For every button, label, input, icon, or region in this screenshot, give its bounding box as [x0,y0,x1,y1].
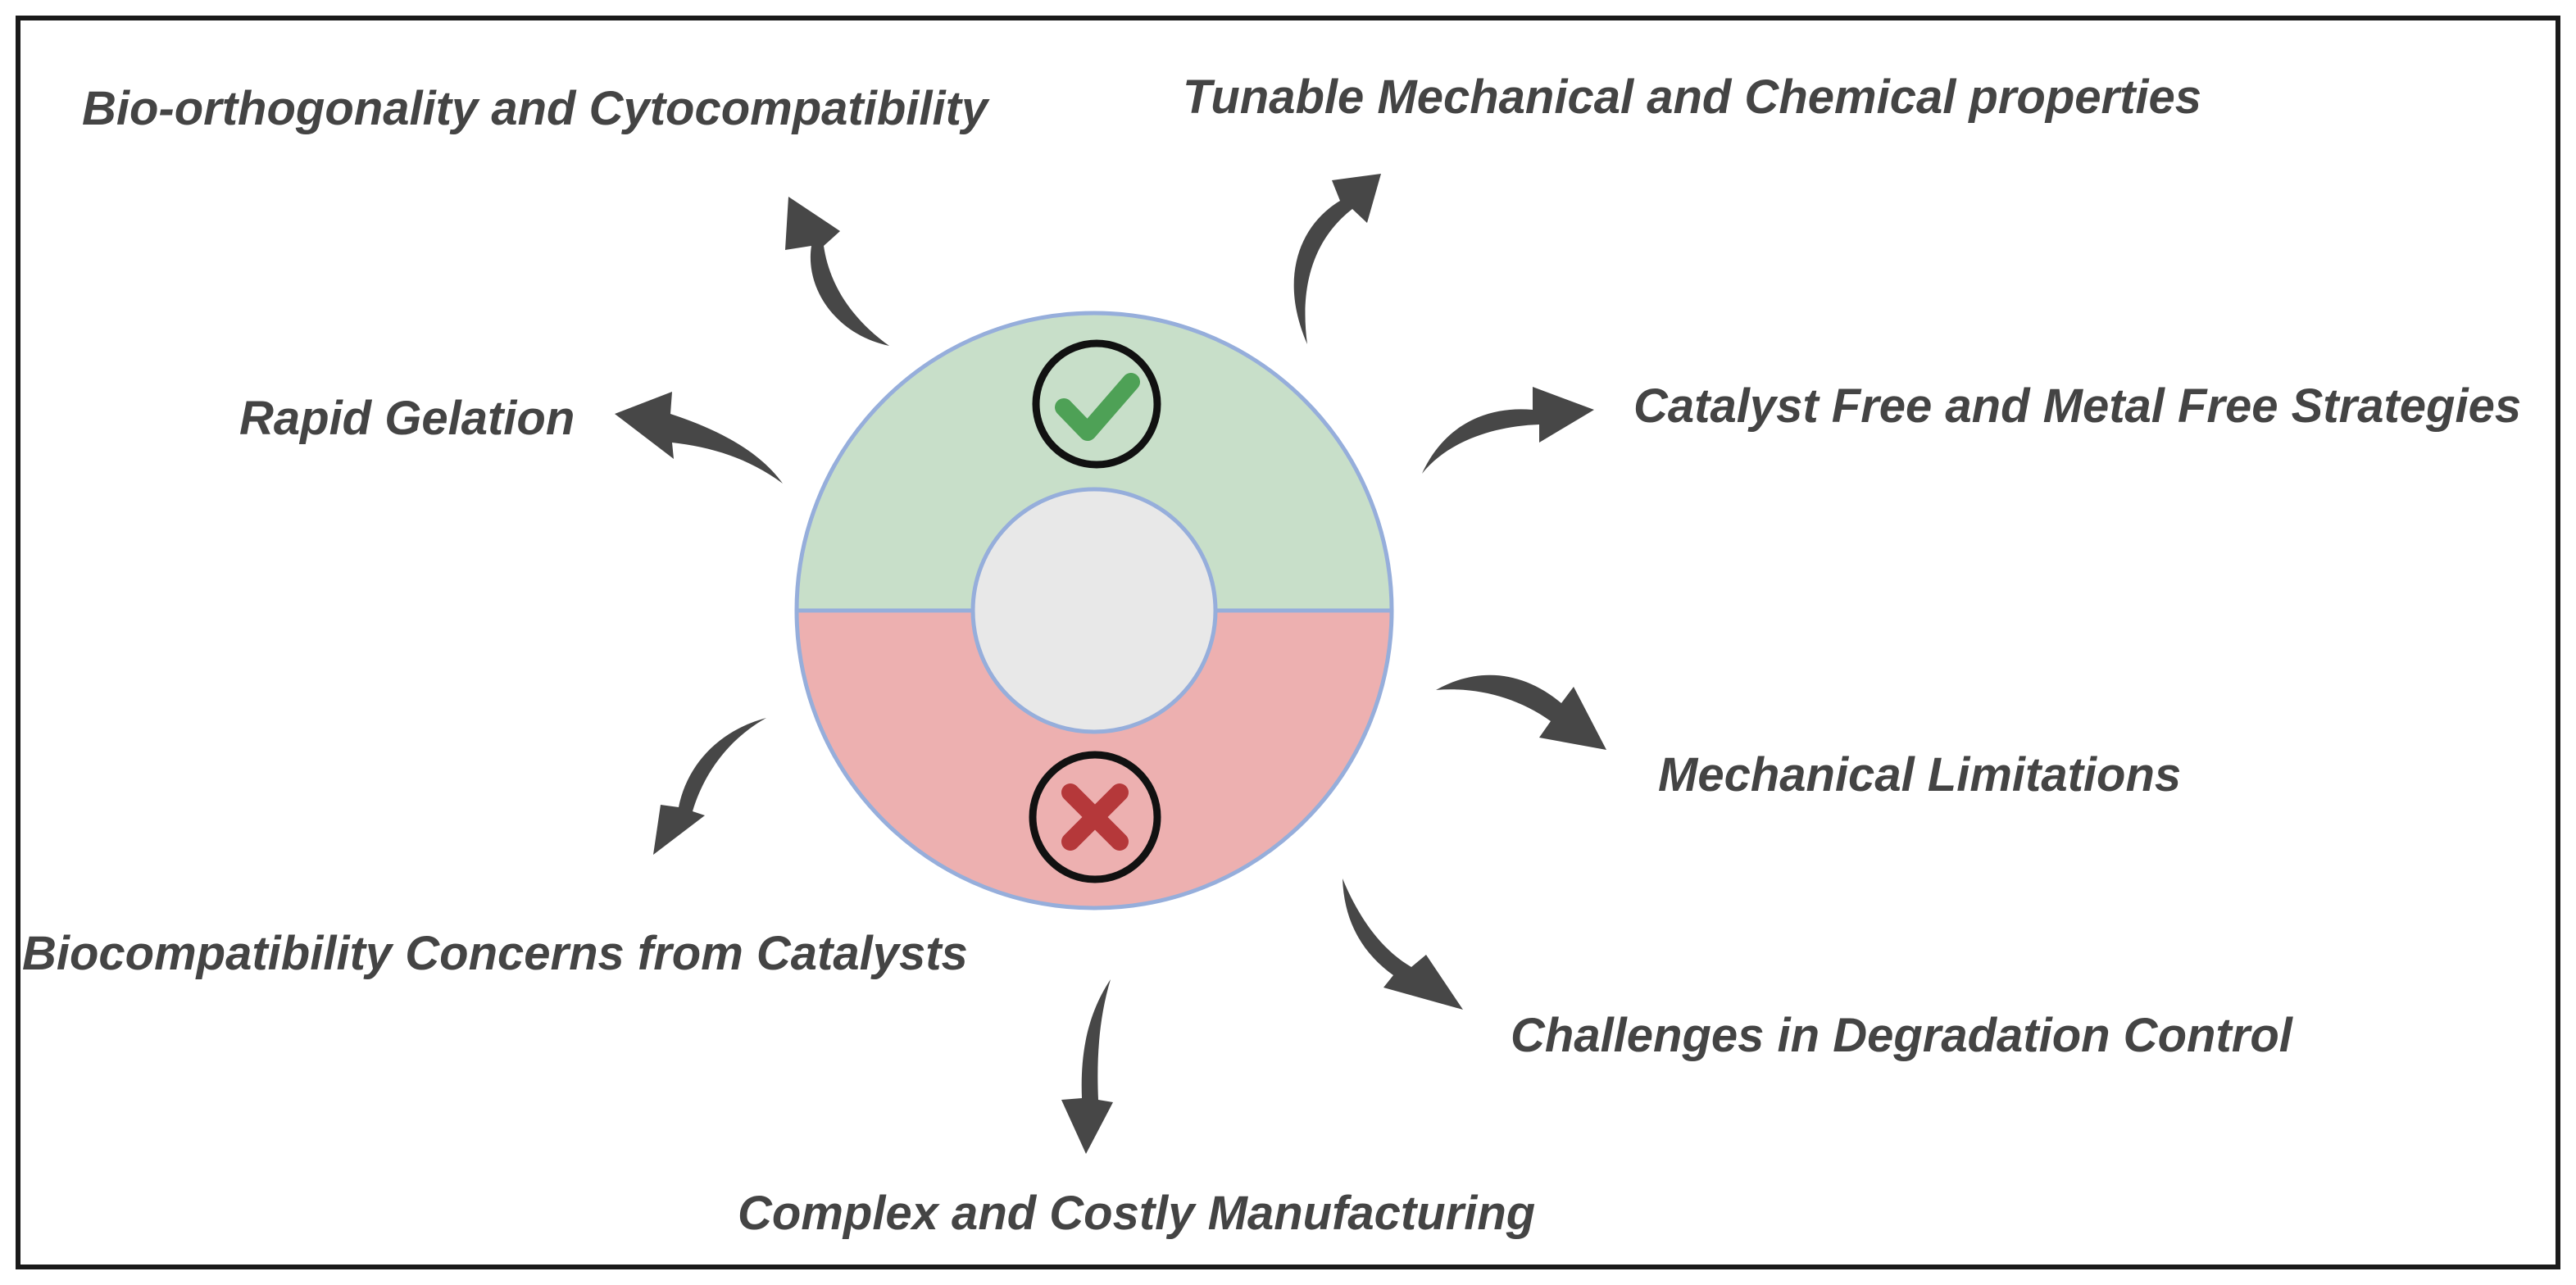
center-circle [970,487,1218,734]
curved-arrow-icon [1343,879,1463,1010]
limitation-label: Complex and Costly Manufacturing [738,1187,1535,1240]
advantage-label: Bio-orthogonality and Cytocompatibility [82,82,990,135]
curved-arrow-icon [653,718,766,855]
curved-arrow-icon [1293,174,1381,344]
limitation-label: Challenges in Degradation Control [1511,1009,2294,1062]
curved-arrow-icon [1422,387,1594,474]
advantage-label: Catalyst Free and Metal Free Strategies [1633,379,2521,433]
curved-arrow-icon [1436,674,1606,750]
curved-arrow-icon [785,197,889,346]
advantage-label: Rapid Gelation [239,392,575,445]
limitation-label: Mechanical Limitations [1658,748,2181,801]
advantage-label: Tunable Mechanical and Chemical properti… [1183,70,2201,124]
cross-icon [1029,751,1161,883]
check-icon [1032,339,1161,469]
limitation-label: Biocompatibility Concerns from Catalysts [22,927,968,980]
curved-arrow-icon [1061,979,1113,1154]
limitations-half [797,611,1392,908]
curved-arrow-icon [615,392,783,484]
